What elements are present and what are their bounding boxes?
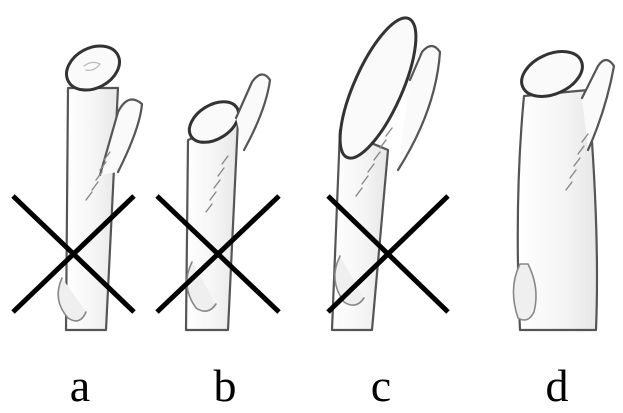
panel-label-c: c — [351, 362, 411, 410]
panel-a-stem — [58, 37, 142, 330]
panel-c-stem — [325, 9, 440, 330]
panel-d-stem — [513, 43, 614, 330]
panel-label-b: b — [195, 362, 255, 410]
panel-label-a: a — [50, 362, 110, 410]
panel-label-d: d — [527, 362, 587, 410]
